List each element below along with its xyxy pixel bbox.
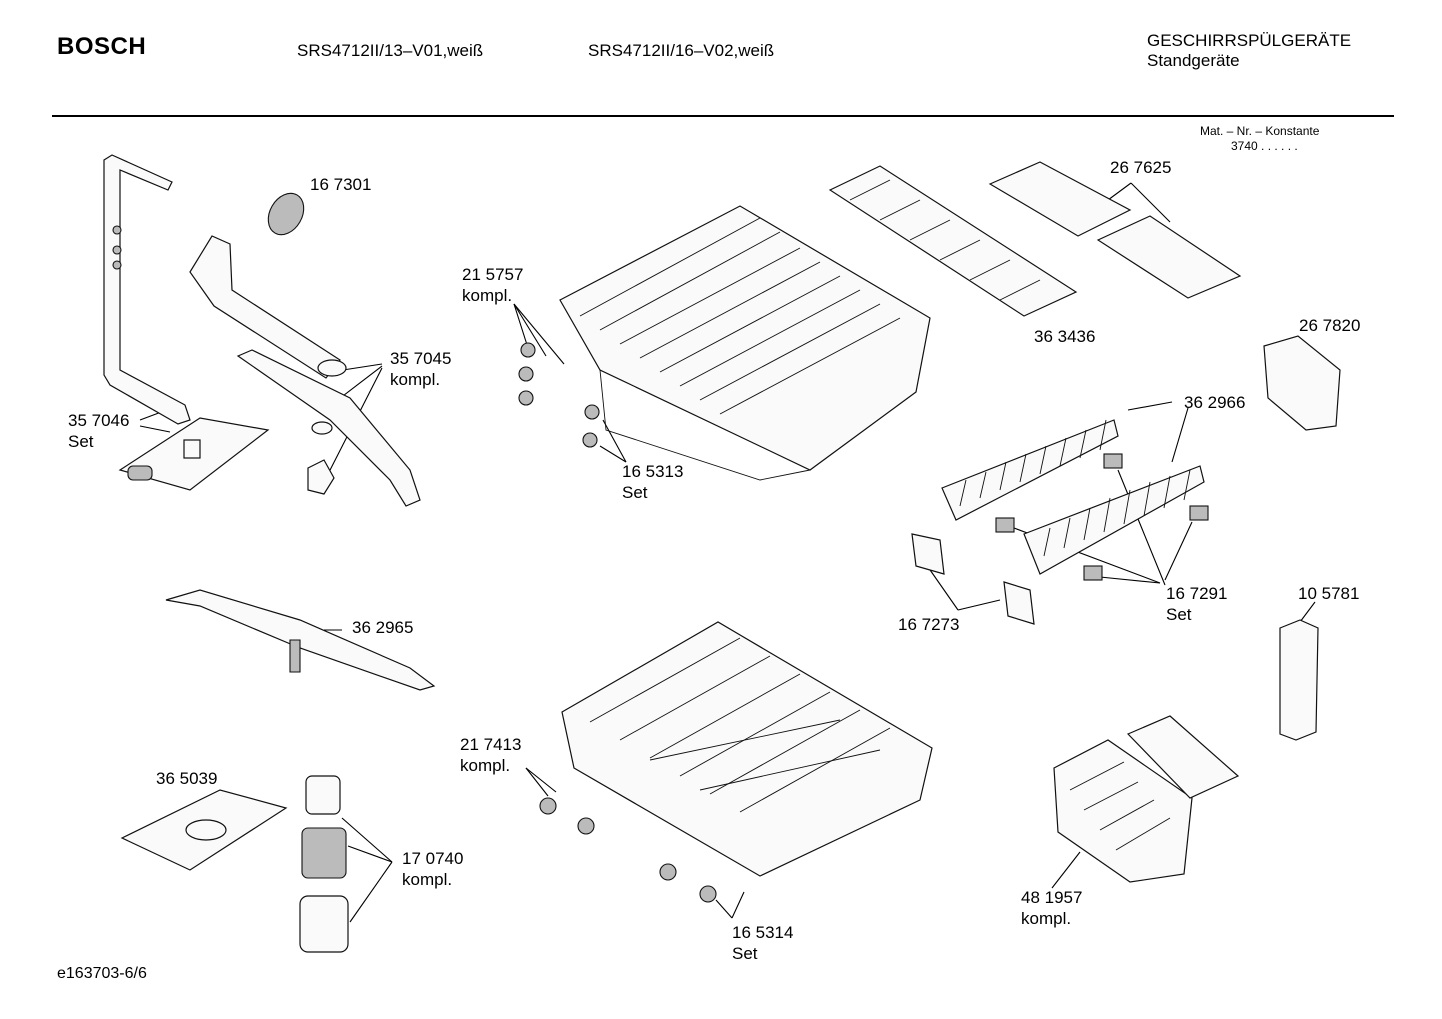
- part-label-267820: 26 7820: [1299, 316, 1361, 335]
- part-label-105781: 10 5781: [1298, 584, 1360, 603]
- cutlery-basket-drawing: [1053, 715, 1240, 883]
- category-title: GESCHIRRSPÜLGERÄTE: [1147, 31, 1352, 50]
- model-number-1: SRS4712II/13–V01,weiß: [297, 41, 484, 60]
- part-label-362965: 36 2965: [352, 618, 414, 637]
- model-number-2: SRS4712II/16–V02,weiß: [588, 41, 775, 60]
- upper-basket-drawing: [559, 205, 931, 481]
- small-cutlery-basket-drawing: [1263, 335, 1341, 431]
- material-note-value: 3740 . . . . . .: [1231, 139, 1298, 153]
- cutlery-tray-drawing: [828, 165, 1078, 317]
- lower-rollers-drawing: [539, 797, 717, 903]
- clips-drawing: [995, 453, 1209, 581]
- leader-lines: [139, 182, 1316, 923]
- part-label-167301: 16 7301: [310, 175, 372, 194]
- brand-logo: BOSCH: [57, 33, 147, 60]
- material-note-label: Mat. – Nr. – Konstante: [1200, 124, 1320, 138]
- flat-filter-drawing: [120, 789, 288, 871]
- category-subtitle: Standgeräte: [1147, 51, 1240, 70]
- part-label-362966: 36 2966: [1184, 393, 1246, 412]
- upper-spray-arm-drawing: [236, 349, 421, 507]
- sump-base-drawing: [118, 417, 270, 491]
- holders-drawing: [911, 533, 1035, 625]
- filter-cylinders-drawing: [299, 775, 349, 953]
- part-label-267625: 26 7625: [1110, 158, 1172, 177]
- small-racks-drawing: [988, 161, 1242, 299]
- upper-rollers-drawing: [518, 342, 600, 448]
- lower-spray-arm-drawing: [165, 589, 436, 691]
- header-divider: [52, 115, 1394, 117]
- cutlery-insert-drawing: [1279, 619, 1319, 741]
- folding-spike-rows-drawing: [941, 419, 1205, 575]
- part-label-363436: 36 3436: [1034, 327, 1096, 346]
- spray-arm-hub-drawing: [189, 235, 347, 379]
- drawing-id: e163703-6/6: [57, 965, 147, 982]
- nozzle-cap-drawing: [267, 192, 305, 236]
- supply-tube-drawing: [103, 154, 191, 425]
- part-label-167273: 16 7273: [898, 615, 960, 634]
- part-label-365039: 36 5039: [156, 769, 218, 788]
- lower-basket-drawing: [561, 621, 933, 877]
